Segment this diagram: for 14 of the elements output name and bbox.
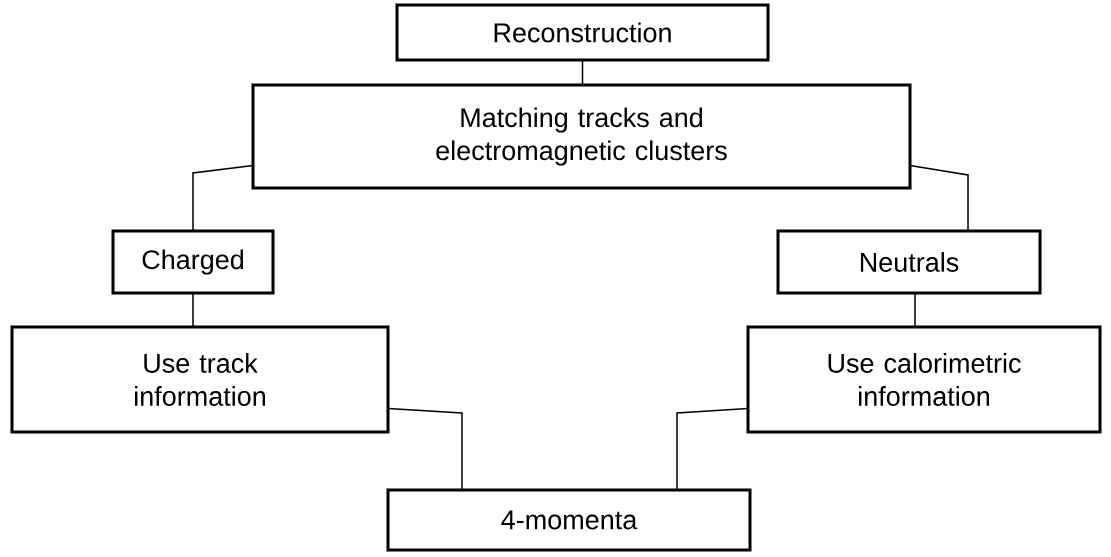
connector-line bbox=[192, 292, 194, 328]
connector-line bbox=[909, 164, 969, 232]
process-box: Reconstruction bbox=[395, 3, 770, 62]
connector-line bbox=[192, 164, 254, 232]
connector-line bbox=[676, 407, 749, 491]
process-box: Matching tracks and electromagnetic clusters bbox=[251, 83, 912, 190]
process-box: 4-momenta bbox=[386, 488, 752, 552]
process-box: Neutrals bbox=[776, 229, 1042, 295]
connector-line bbox=[387, 407, 463, 491]
connector-line bbox=[581, 59, 584, 86]
process-box: Charged bbox=[111, 229, 275, 295]
connector-line bbox=[914, 292, 916, 328]
process-box: Use track information bbox=[10, 325, 390, 434]
process-box: Use calorimetric information bbox=[746, 325, 1102, 434]
